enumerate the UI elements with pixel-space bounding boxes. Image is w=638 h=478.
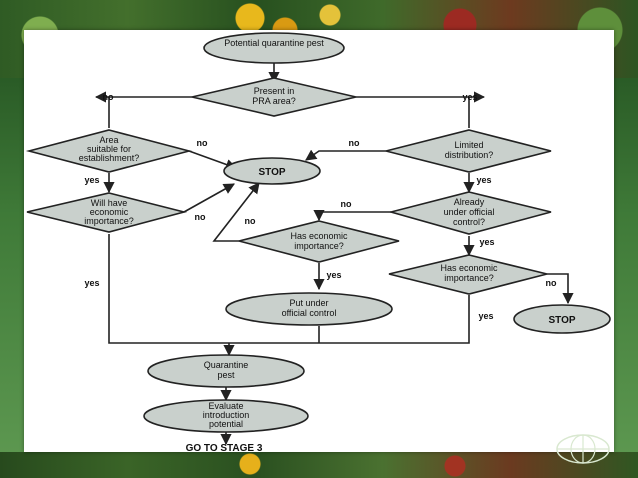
edge-label-no: no (546, 278, 557, 288)
evaluate-line3: potential (209, 419, 243, 429)
edge-label-yes: yes (462, 92, 477, 102)
decision-area-line2: suitable for (87, 144, 131, 154)
decision-has-right-line1: Has economic (440, 263, 498, 273)
evaluate-line1: Evaluate (208, 401, 243, 411)
decision-already-line2: under official (444, 207, 495, 217)
decision-has-importance-left: Has economic importance? (238, 220, 400, 263)
decision-present-in-pra-area: Present in PRA area? (191, 77, 357, 117)
decision-will-line1: Will have (91, 198, 128, 208)
edge-label-yes: yes (478, 311, 493, 321)
terminal-quarantine-pest: Quarantine pest (147, 354, 305, 388)
globe-logo-icon (556, 434, 610, 464)
quarantine-line2: pest (217, 370, 235, 380)
edge-label-yes: yes (84, 278, 99, 288)
decision-already-line3: control? (453, 217, 485, 227)
decision-has-left-line2: importance? (294, 241, 344, 251)
edge-label-yes: yes (476, 175, 491, 185)
decision-has-importance-right: Has economic importance? (388, 254, 548, 295)
stop-center-label: STOP (258, 167, 285, 178)
decision-will-have-importance: Will have economic importance? (26, 192, 188, 233)
edge-labels: no yes no no yes yes no no no yes yes no… (84, 92, 557, 321)
process-put-line1: Put under (289, 298, 328, 308)
decision-present-line2: PRA area? (252, 96, 296, 106)
bottom-photo-strip (0, 452, 638, 478)
edge-label-yes: yes (479, 237, 494, 247)
stop-terminal-right: STOP (513, 304, 611, 334)
start-terminal: Potential quarantine pest (203, 32, 345, 64)
process-put-under-control: Put under official control (225, 292, 393, 326)
quarantine-line1: Quarantine (204, 360, 249, 370)
edge-label-yes: yes (84, 175, 99, 185)
decision-area-line1: Area (99, 135, 118, 145)
edge-label-no: no (197, 138, 208, 148)
connectors (94, 63, 574, 446)
decision-has-left-line1: Has economic (290, 231, 348, 241)
decision-will-line2: economic (90, 207, 129, 217)
pra-flowchart: Potential quarantine pest Present in PRA… (25, 32, 611, 452)
edge-label-no: no (245, 216, 256, 226)
go-to-stage-label: GO TO STAGE 3 (186, 443, 263, 452)
decision-area-suitable: Area suitable for establishment? (25, 129, 193, 173)
process-put-line2: official control (282, 308, 337, 318)
decision-present-line1: Present in (254, 86, 295, 96)
decision-will-line3: importance? (84, 216, 134, 226)
edge-label-no: no (341, 199, 352, 209)
edge-label-no: no (103, 92, 114, 102)
decision-already-line1: Already (454, 197, 485, 207)
decision-limited-distribution: Limited distribution? (385, 129, 552, 173)
process-evaluate-potential: Evaluate introduction potential (143, 399, 309, 433)
decision-has-right-line2: importance? (444, 273, 494, 283)
decision-limited-line1: Limited (454, 140, 483, 150)
edge-label-no: no (349, 138, 360, 148)
flowchart-panel: Potential quarantine pest Present in PRA… (24, 30, 614, 452)
start-label: Potential quarantine pest (224, 38, 324, 48)
evaluate-line2: introduction (203, 410, 250, 420)
stop-right-label: STOP (548, 315, 575, 326)
decision-area-line3: establishment? (79, 153, 140, 163)
edge-label-no: no (195, 212, 206, 222)
decision-already-under-control: Already under official control? (387, 191, 552, 235)
stop-terminal-center: STOP (223, 157, 321, 185)
edge-label-yes: yes (326, 270, 341, 280)
decision-limited-line2: distribution? (445, 150, 494, 160)
